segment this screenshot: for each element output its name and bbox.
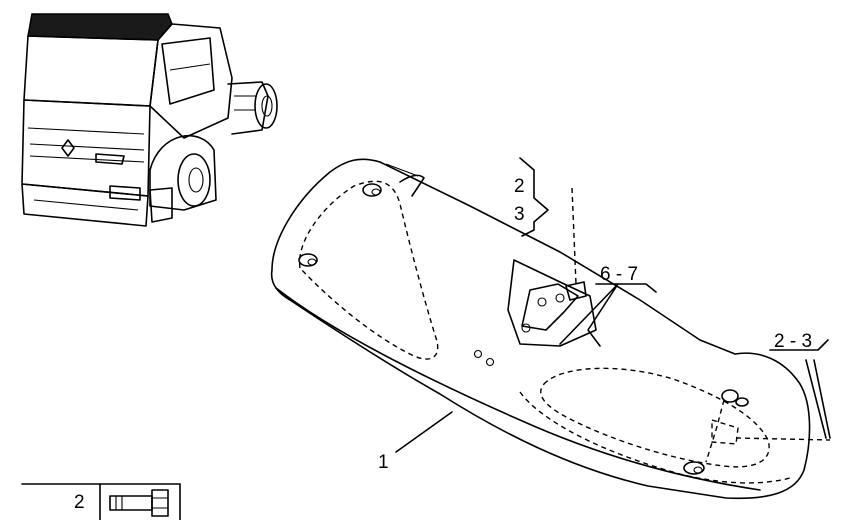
legend-number: 2 [74, 492, 85, 513]
bolt-icon [109, 489, 169, 517]
truck-cab-illustration [21, 13, 278, 227]
callout-3-top: 3 [514, 204, 525, 225]
callout-2-top: 2 [514, 176, 525, 197]
callout-2-3-right: 2 - 3 [774, 331, 812, 352]
legend-table: 2 [21, 483, 181, 520]
leader-lines [395, 157, 831, 453]
callout-6-7: 6 - 7 [600, 264, 638, 285]
roof-spoiler-deflector [270, 158, 831, 500]
callout-1: 1 [378, 452, 389, 473]
